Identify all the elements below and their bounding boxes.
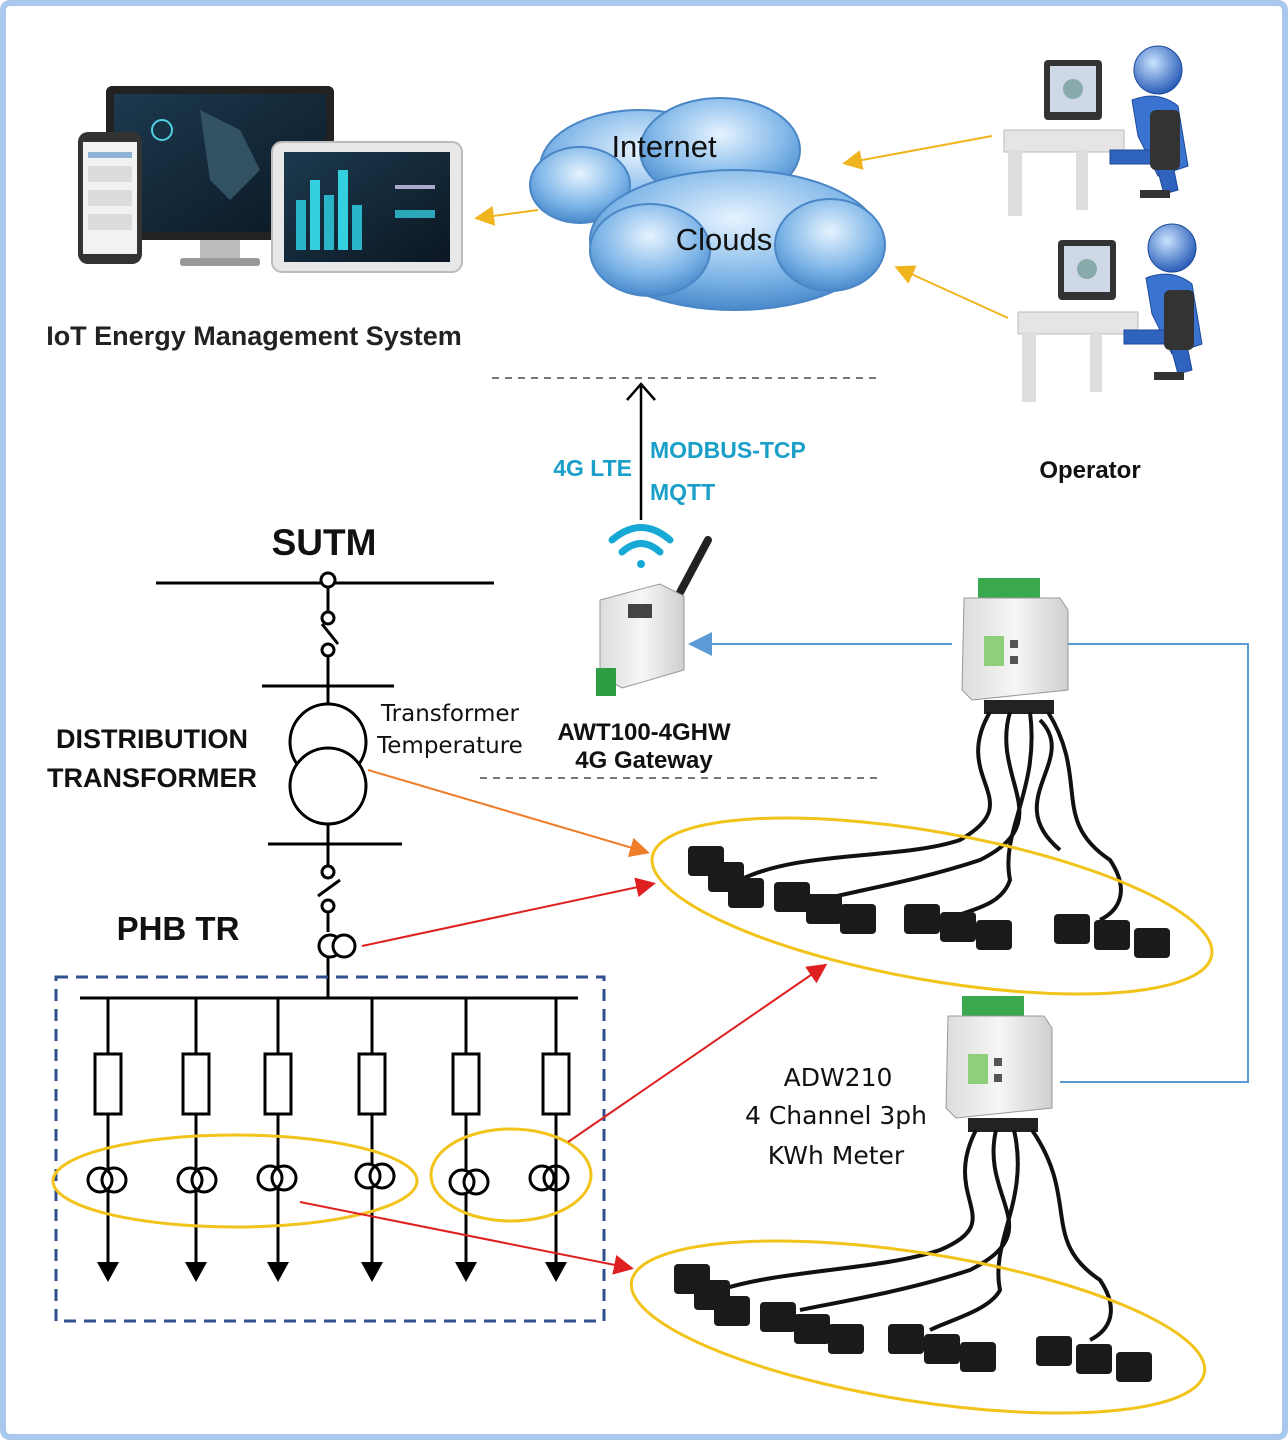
transformer-temp-label-1: Transformer — [380, 701, 520, 727]
dist-transformer-label-1: DISTRIBUTION — [56, 724, 248, 754]
lte-label: 4G LTE — [553, 455, 632, 481]
feeder-arrowheads — [97, 1262, 567, 1282]
single-line-diagram — [156, 571, 494, 998]
phb-label: PHB TR — [117, 910, 240, 947]
meter-cables-top — [739, 710, 1123, 922]
dist-transformer-label-2: TRANSFORMER — [47, 763, 257, 793]
ct-cluster-ellipse-top — [650, 816, 1214, 996]
operator-label: Operator — [1039, 457, 1140, 484]
panel-board-box — [54, 975, 606, 1323]
operator-icon — [1003, 45, 1189, 216]
ct-sensor-icon — [674, 1264, 1152, 1382]
sutm-label: SUTM — [272, 522, 377, 563]
arrow-operator2-to-cloud — [894, 265, 1009, 319]
meter-label-model: ADW210 — [784, 1063, 893, 1092]
arrow-operator1-to-cloud — [842, 135, 993, 170]
gateway-label-type: 4G Gateway — [575, 747, 713, 774]
modbus-label: MODBUS-TCP — [650, 437, 806, 463]
arrow-cloud-to-iot — [474, 205, 539, 226]
mqtt-label: MQTT — [650, 479, 715, 505]
cloud-icon — [529, 97, 886, 311]
meter-icon — [961, 578, 1069, 714]
cloud-clouds-label: Clouds — [676, 222, 773, 257]
arrow-transformer-to-ct — [367, 769, 650, 858]
meter-label-channels: 4 Channel 3ph — [745, 1101, 927, 1130]
phone-icon — [78, 132, 142, 264]
iot-system-label: IoT Energy Management System — [46, 321, 462, 351]
iot-devices-illustration — [78, 86, 463, 273]
ct-sensor-icon — [688, 846, 1170, 958]
operator-icon — [1017, 223, 1203, 402]
ct-group-ellipse-left — [51, 1133, 419, 1229]
gateway-label-model: AWT100-4GHW — [557, 719, 731, 746]
arrow-phb-to-ct — [361, 877, 656, 947]
rs485-link — [1060, 643, 1249, 1083]
meter-icon — [945, 996, 1053, 1132]
gateway-icon — [596, 536, 712, 696]
meter-cables-bottom — [719, 1128, 1113, 1342]
meter-label-type: KWh Meter — [768, 1141, 905, 1170]
arrow-feeders-right-to-ct — [567, 963, 828, 1143]
arrow-feeders-left-to-ct — [299, 1201, 634, 1275]
transformer-temp-label-2: Temperature — [376, 733, 523, 759]
wifi-icon — [608, 524, 674, 568]
ct-group-ellipse-right — [429, 1127, 593, 1223]
cloud-internet-label: Internet — [611, 129, 717, 164]
tablet-icon — [271, 141, 463, 273]
ct-cluster-ellipse-bottom — [629, 1239, 1207, 1415]
busbar-feeders — [80, 996, 578, 1266]
